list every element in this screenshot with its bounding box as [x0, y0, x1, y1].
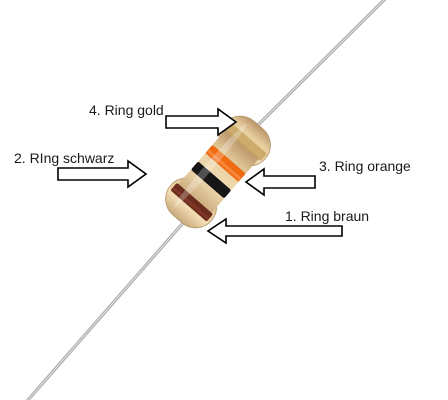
band-black: [191, 162, 231, 198]
label-ring2: 2. RIng schwarz: [14, 150, 115, 166]
label-ring3: 3. Ring orange: [319, 158, 411, 174]
band-gold: [223, 121, 267, 161]
band-orange: [206, 145, 245, 182]
arrow-ring3: [244, 167, 316, 197]
arrow-ring1: [206, 217, 343, 245]
resistor-body: [165, 115, 271, 229]
label-ring4: 4. Ring gold: [89, 102, 164, 118]
label-ring1: 1. Ring braun: [285, 208, 370, 224]
arrow-ring4: [165, 107, 238, 137]
arrow-ring2: [57, 159, 148, 189]
